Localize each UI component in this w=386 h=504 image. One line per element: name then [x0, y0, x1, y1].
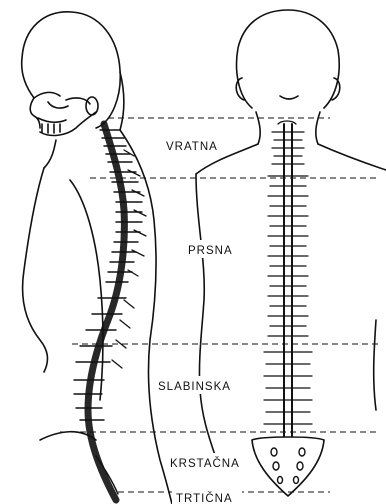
back-shoulder-right	[318, 144, 386, 170]
region-dividers	[60, 118, 380, 492]
sacral-foramina	[271, 448, 305, 484]
label-cervical: VRATNA	[166, 141, 218, 153]
back-waist-left	[196, 174, 220, 470]
side-arm	[70, 180, 103, 400]
back-chin	[280, 96, 298, 99]
back-head-outline	[237, 10, 340, 108]
back-neck	[256, 112, 320, 144]
side-neck-front	[44, 140, 56, 168]
side-torso-front	[23, 168, 48, 372]
label-lumbar: SLABINSKA	[158, 381, 231, 393]
side-spine-curve	[88, 124, 124, 500]
side-view-figure	[22, 12, 172, 504]
label-sacral: KRSTAČNA	[170, 457, 240, 470]
label-thoracic: PRSNA	[188, 245, 233, 257]
ear	[86, 97, 98, 115]
sacrum	[252, 437, 324, 496]
label-coccygeal: TRTIČNA	[176, 492, 233, 504]
skull-face	[34, 92, 68, 133]
back-vertebrae	[264, 121, 312, 436]
back-waist-right	[374, 320, 376, 410]
side-head-outline	[22, 12, 121, 128]
side-torso-back	[120, 130, 172, 504]
